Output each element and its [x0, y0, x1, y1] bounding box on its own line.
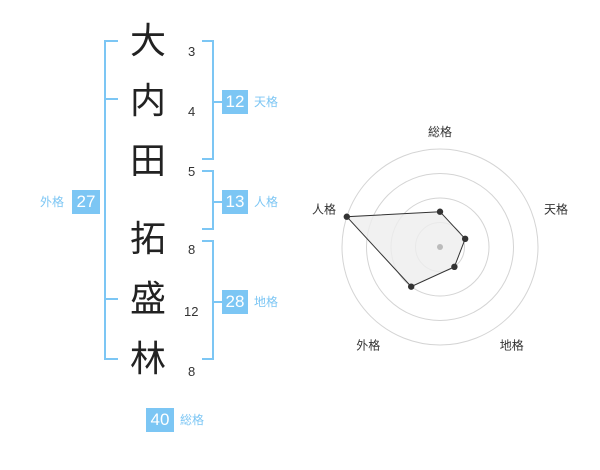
gaikaku-label: 外格 [40, 195, 65, 209]
tenkaku-bracket-line [212, 40, 214, 160]
bracket-tick [202, 40, 214, 42]
stroke-count-3: 5 [188, 164, 196, 179]
bracket-connector [212, 201, 222, 203]
tenkaku-label: 天格 [254, 95, 279, 109]
radar-axis-label-3: 地格 [500, 338, 524, 353]
radar-point-1 [436, 208, 444, 215]
soukaku-label: 総格 [180, 413, 205, 427]
gaikaku-bracket-line [104, 40, 106, 360]
bracket-tick [202, 358, 214, 360]
radar-center [437, 244, 443, 250]
stroke-count-2: 4 [188, 104, 196, 119]
radar-point-3 [451, 263, 458, 271]
name-char-5: 盛 [129, 279, 166, 320]
name-char-4: 拓 [129, 219, 166, 260]
chikaku-bracket-line [212, 240, 214, 360]
bracket-connector [212, 101, 222, 103]
bracket-tick [104, 358, 118, 360]
soukaku-value-badge: 40 [146, 408, 174, 432]
radar-point-5 [343, 213, 350, 220]
radar-ring [366, 173, 514, 321]
bracket-tick [104, 298, 118, 300]
radar-axis-label-5: 人格 [312, 201, 336, 216]
radar-area [345, 211, 466, 288]
name-char-1: 大 [129, 21, 166, 62]
bracket-tick [202, 170, 214, 172]
jinkaku-bracket-line [212, 170, 214, 230]
stroke-count-5: 12 [184, 304, 199, 319]
chikaku-label: 地格 [254, 295, 279, 309]
radar-axis-label-4: 外格 [356, 338, 380, 353]
bracket-tick [202, 158, 214, 160]
bracket-tick [202, 240, 214, 242]
stroke-count-4: 8 [188, 242, 196, 257]
bracket-tick [104, 40, 118, 42]
chikaku-value-badge: 28 [222, 290, 248, 314]
name-char-3: 田 [129, 141, 166, 182]
bracket-connector [212, 301, 222, 303]
stroke-count-6: 8 [188, 364, 196, 379]
radar-axis-label-2: 天格 [544, 201, 568, 216]
radar-axis-label-1: 総格 [428, 124, 452, 139]
jinkaku-label: 人格 [254, 195, 279, 209]
radar-point-4 [407, 283, 415, 290]
name-char-6: 林 [129, 339, 166, 380]
radar-point-2 [461, 235, 469, 243]
gaikaku-value-badge: 27 [72, 190, 100, 214]
radar-ring [341, 148, 539, 346]
stroke-count-1: 3 [188, 44, 196, 59]
bracket-tick [202, 228, 214, 230]
name-char-2: 内 [129, 81, 166, 122]
bracket-tick [104, 98, 118, 100]
tenkaku-value-badge: 12 [222, 90, 248, 114]
jinkaku-value-badge: 13 [222, 190, 248, 214]
